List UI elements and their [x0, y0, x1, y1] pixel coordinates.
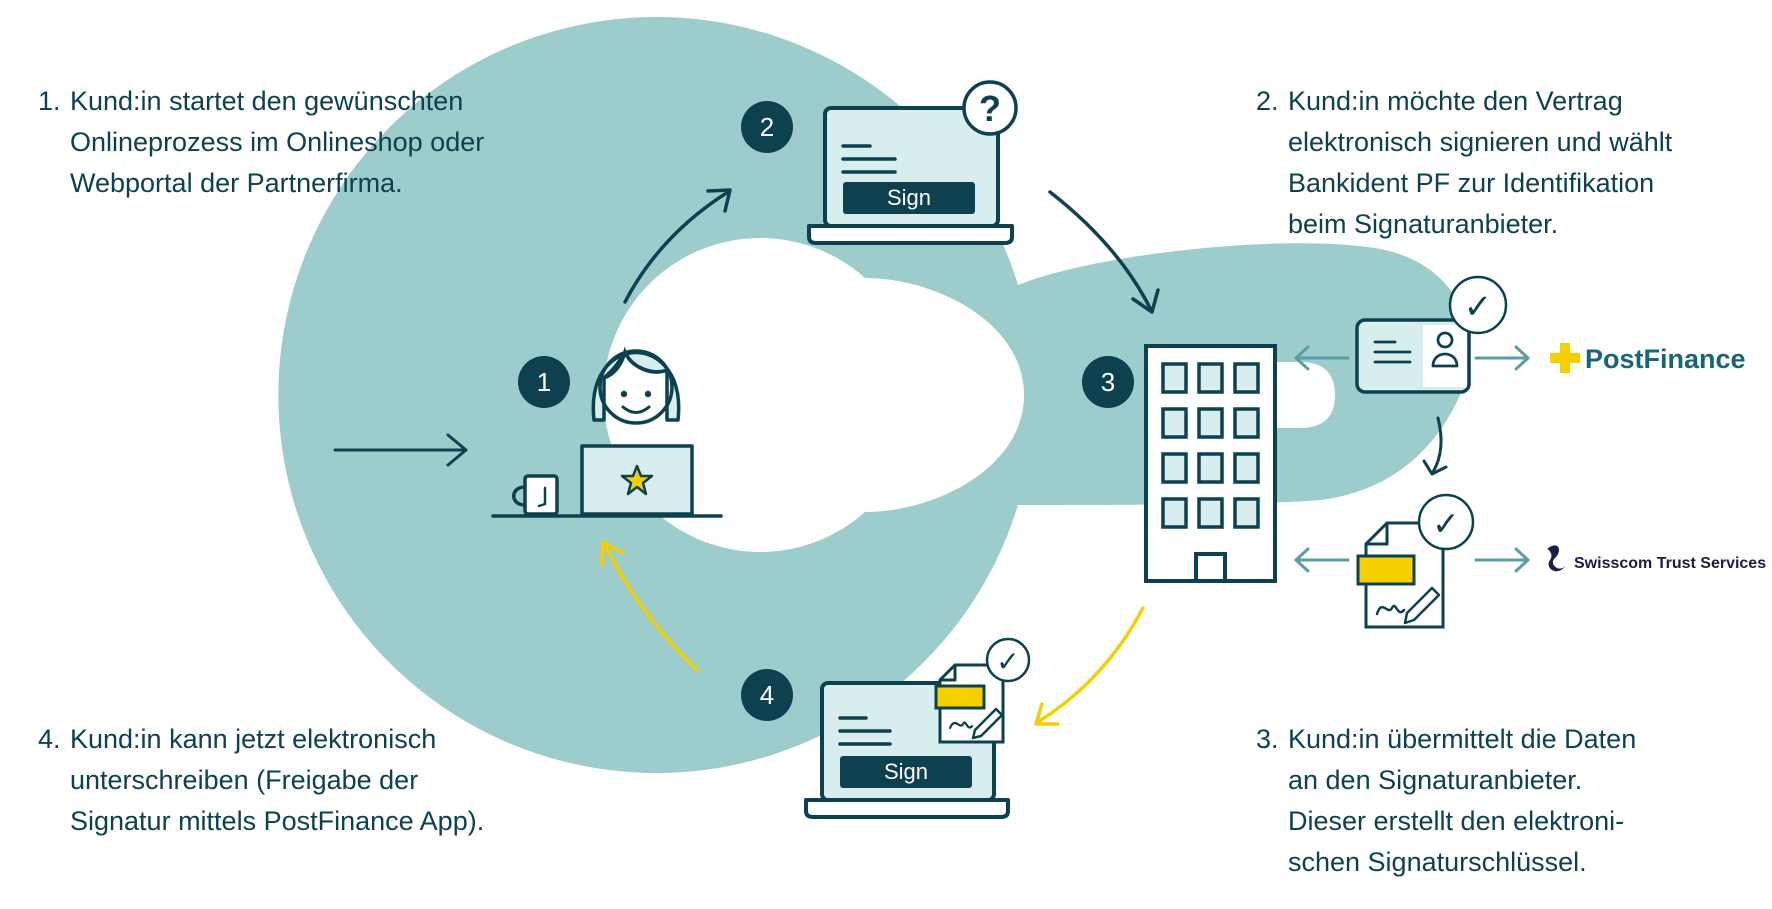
step-number: 1. [38, 86, 61, 116]
step-number: 2. [1256, 86, 1279, 116]
arrow-id-to-document [1422, 416, 1448, 476]
swisscom-logo-icon: Swisscom Trust Services [1547, 545, 1766, 572]
entry-arrow-icon [333, 433, 468, 467]
badge-label: 4 [760, 680, 774, 710]
arrow-to-postfinance [1474, 345, 1530, 371]
step-badge-4: 4 [741, 669, 793, 721]
step-line: Webportal der Partnerfirma. [70, 168, 403, 198]
step-badge-1: 1 [518, 356, 570, 408]
step-line: Kund:in kann jetzt elektronisch [70, 724, 437, 754]
arrow-to-swisscom [1474, 547, 1530, 573]
question-mark: ? [979, 88, 1001, 129]
flow-arrow-3-to-4 [1036, 606, 1145, 724]
laptop-sign-icon: Sign [807, 106, 1014, 245]
question-bubble-icon: ? [962, 80, 1018, 136]
arrow-to-building-bottom [1294, 547, 1350, 573]
check-circle-icon: ✓ [1448, 275, 1508, 335]
step-line: an den Signaturanbieter. [1288, 765, 1583, 795]
step-badge-3: 3 [1082, 356, 1134, 408]
step-line: Kund:in möchte den Vertrag [1288, 86, 1623, 116]
check-circle-icon: ✓ [1417, 493, 1475, 551]
arrow-to-building-top [1294, 345, 1350, 371]
step-line: Dieser erstellt den elektroni- [1288, 806, 1625, 836]
flow-arrow-4-to-1 [603, 543, 699, 672]
step-2-text: 2. Kund:in möchte den Vertrag elektronis… [1256, 81, 1672, 245]
office-building-icon [1144, 344, 1277, 583]
step-1-text: 1. Kund:in startet den gewünschten Onlin… [38, 81, 484, 204]
step-number: 3. [1256, 724, 1279, 754]
step-number: 4. [38, 724, 61, 754]
coffee-mug-icon [512, 474, 559, 516]
step-line: elektronisch signieren und wählt [1288, 127, 1673, 157]
postfinance-logo-text: PostFinance [1585, 344, 1746, 374]
step-line: Signatur mittels PostFinance App). [70, 806, 485, 836]
customer-avatar-icon [591, 346, 681, 425]
step-4-text: 4. Kund:in kann jetzt elektronisch unter… [38, 719, 484, 842]
check-circle-icon: ✓ [985, 637, 1031, 683]
step-line: Kund:in startet den gewünschten [70, 86, 464, 116]
step-line: schen Signaturschlüssel. [1288, 847, 1587, 877]
badge-label: 3 [1101, 367, 1115, 397]
check-mark: ✓ [1464, 288, 1493, 326]
step-3-text: 3. Kund:in übermittelt die Daten an den … [1256, 719, 1636, 883]
postfinance-logo-icon: PostFinance [1550, 343, 1746, 374]
id-card-icon [1355, 318, 1471, 394]
laptop-star-icon [580, 444, 694, 516]
step-line: Bankident PF zur Identifikation [1288, 168, 1655, 198]
step-line: beim Signaturanbieter. [1288, 209, 1559, 239]
signed-document-icon [934, 663, 1005, 744]
sign-button-label: Sign [884, 759, 928, 784]
check-mark: ✓ [996, 646, 1019, 677]
step-badge-2: 2 [741, 101, 793, 153]
check-mark: ✓ [1432, 505, 1460, 542]
process-ring [278, 16, 1469, 774]
step-line: Onlineprozess im Onlineshop oder [70, 127, 485, 157]
step-line: Kund:in übermittelt die Daten [1288, 724, 1637, 754]
badge-label: 2 [760, 112, 774, 142]
flow-arrow-2-to-3 [1048, 190, 1152, 310]
flow-arrow-1-to-2 [623, 190, 730, 304]
swisscom-logo-text: Swisscom Trust Services [1574, 555, 1766, 572]
step-line: unterschreiben (Freigabe der [70, 765, 419, 795]
badge-label: 1 [537, 367, 551, 397]
sign-button-label: Sign [887, 185, 931, 210]
